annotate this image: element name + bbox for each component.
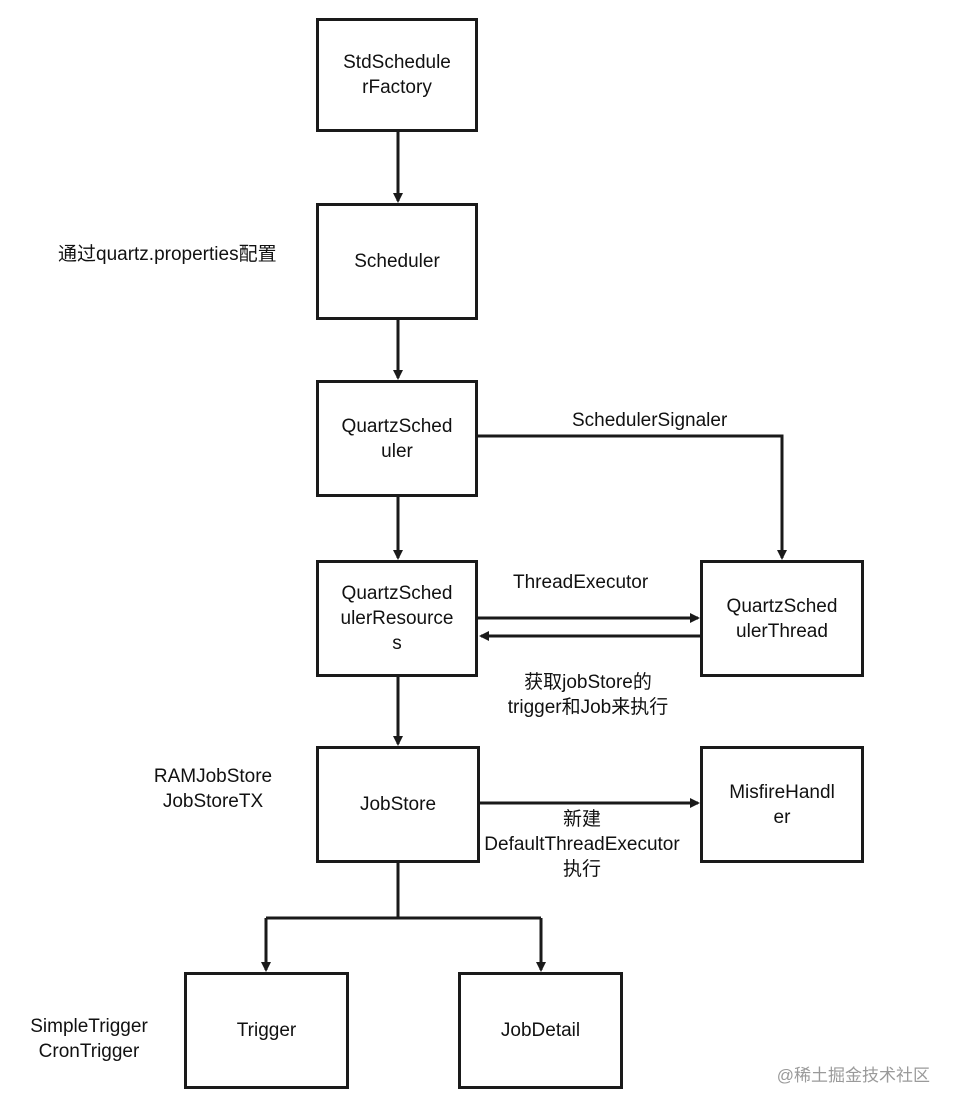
label-new-default-executor: 新建 DefaultThreadExecutor 执行 xyxy=(484,809,680,880)
edge-signaler-to-thread xyxy=(477,434,787,560)
node-job-detail: JobDetail xyxy=(458,972,623,1089)
node-std-scheduler-factory: StdSchedule rFactory xyxy=(316,18,478,132)
watermark: @稀土掘金技术社区 xyxy=(776,1066,930,1085)
note-scheduler-config: 通过quartz.properties配置 xyxy=(58,244,277,265)
label-scheduler-signaler: SchedulerSignaler xyxy=(572,410,728,431)
node-quartz-scheduler-thread: QuartzSched ulerThread xyxy=(700,560,864,677)
node-job-store: JobStore xyxy=(316,746,480,863)
node-quartz-scheduler-resources: QuartzSched ulerResource s xyxy=(316,560,478,677)
node-trigger-label: Trigger xyxy=(236,1020,297,1041)
node-quartz-scheduler-label: QuartzSched uler xyxy=(341,415,453,462)
node-scheduler: Scheduler xyxy=(316,203,478,320)
node-job-detail-label: JobDetail xyxy=(500,1020,581,1041)
label-get-jobstore: 获取jobStore的 trigger和Job来执行 xyxy=(507,672,669,718)
node-trigger: Trigger xyxy=(184,972,349,1089)
note-trigger-types: SimpleTrigger CronTrigger xyxy=(30,1016,148,1062)
node-quartz-scheduler-thread-label: QuartzSched ulerThread xyxy=(726,595,838,642)
label-thread-executor: ThreadExecutor xyxy=(513,572,649,593)
node-quartz-scheduler: QuartzSched uler xyxy=(316,380,478,497)
node-misfire-handler-label: MisfireHandl er xyxy=(729,781,835,828)
node-scheduler-label: Scheduler xyxy=(354,251,440,272)
node-std-scheduler-factory-label: StdSchedule rFactory xyxy=(343,52,451,98)
node-job-store-label: JobStore xyxy=(359,794,437,815)
note-jobstore-impls: RAMJobStore JobStoreTX xyxy=(153,766,273,812)
node-misfire-handler: MisfireHandl er xyxy=(700,746,864,863)
node-quartz-scheduler-resources-label: QuartzSched ulerResource s xyxy=(340,583,454,654)
